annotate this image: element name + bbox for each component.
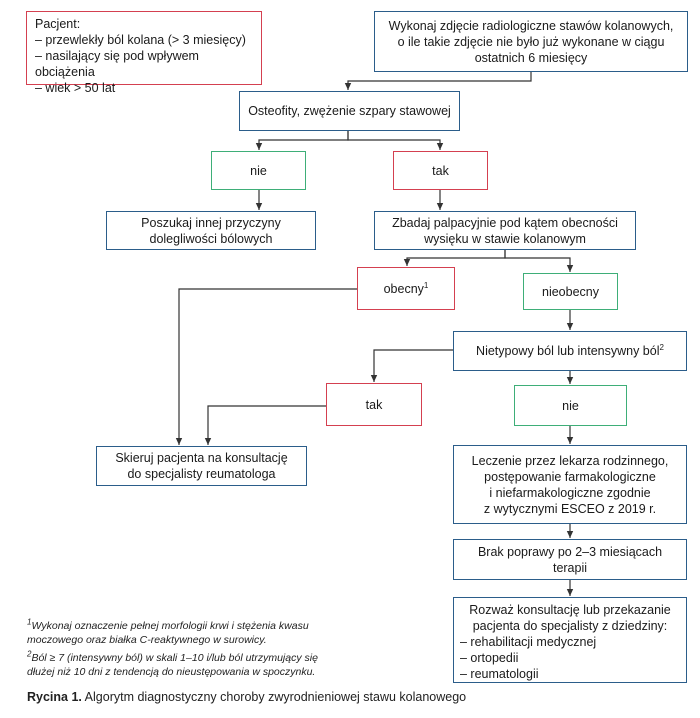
palpate-box: Zbadaj palpacyjnie pod kątem obecności w… [374,211,636,250]
connector-tak-refer [204,405,326,445]
nie-box-1: nie [211,151,306,190]
atypical-label: Nietypowy ból lub intensywny ból [476,344,660,358]
consider-line: pacjenta do specjalisty z dziedziny: [472,619,668,633]
nie-box-2: nie [514,385,627,426]
no-improvement-box: Brak poprawy po 2–3 miesiącach terapii [453,539,687,580]
treatment-line: z wytycznymi ESCEO z 2019 r. [483,501,657,516]
tak-label: tak [432,163,449,178]
atypical-footnote-mark: 2 [659,342,664,352]
tak-box-1: tak [393,151,488,190]
xray-line: Wykonaj zdjęcie radiologiczne stawów kol… [388,18,674,33]
other-cause-line: dolegliwości bólowych [149,231,273,246]
present-footnote-mark: 1 [423,280,429,290]
connector-present-refer [175,288,357,445]
osteophytes-box: Osteofity, zwężenie szpary stawowej [239,91,460,131]
caption-label: Rycina 1. [27,690,82,704]
footnote-1-line: moczowego oraz białka C-reaktywnego w su… [27,634,267,646]
connector-osteophytes-nie [255,131,349,150]
consider-box: Rozważ konsultację lub przekazanie pacje… [453,597,687,683]
nie-label: nie [250,163,267,178]
absent-label: nieobecny [542,284,599,299]
connector-palpate-absent [504,250,574,272]
connector-xray-osteophytes [344,72,532,90]
footnote-1-line: Wykonaj oznaczenie pełnej morfologii krw… [31,620,309,632]
tak-label: tak [365,397,383,412]
absent-box: nieobecny [523,273,618,310]
no-improvement-label: Brak poprawy po 2–3 miesiącach terapii [477,544,663,575]
palpate-line: wysięku w stawie kolanowym [424,231,586,246]
xray-box: Wykonaj zdjęcie radiologiczne stawów kol… [374,11,688,72]
refer-line: Skieruj pacjenta na konsultację [115,451,288,465]
xray-line: o ile takie zdjęcie nie było już wykonan… [397,34,665,49]
atypical-pain-box: Nietypowy ból lub intensywny ból2 [453,331,687,371]
other-cause-box: Poszukaj innej przyczyny dolegliwości bó… [106,211,316,250]
patient-title: Pacjent: [35,17,81,31]
footnote-2: 2Ból ≥ 7 (intensywny ból) w skali 1–10 i… [27,649,337,679]
patient-box: Pacjent: – przewlekły ból kolana (> 3 mi… [26,11,262,95]
consider-line: Rozważ konsultację lub przekazanie [469,603,671,617]
connector-osteophytes-tak [347,131,444,150]
footnote-1-mark: 1 [27,617,32,627]
refer-box: Skieruj pacjenta na konsultację do specj… [96,446,307,486]
footnote-2-line: Ból ≥ 7 (intensywny ból) w skali 1–10 i/… [31,652,318,664]
treatment-line: i niefarmakologiczne zgodnie [489,485,651,500]
caption-text: Algorytm diagnostyczny choroby zwyrodnie… [81,690,467,704]
nie-label: nie [562,398,579,413]
connector-atypical-tak [370,349,453,382]
consider-item: – rehabilitacji medycznej [460,635,597,649]
patient-item: – przewlekły ból kolana (> 3 miesięcy) [35,33,246,47]
footnote-2-mark: 2 [27,649,32,659]
treatment-line: Leczenie przez lekarza rodzinnego, [471,453,669,468]
present-label: obecny [383,281,424,296]
other-cause-line: Poszukaj innej przyczyny [141,215,281,230]
patient-item: – wiek > 50 lat [35,81,116,95]
connector-palpate-present [403,250,506,266]
palpate-line: Zbadaj palpacyjnie pod kątem obecności [392,215,618,230]
patient-item: – nasilający się pod wpływem obciążenia [35,49,199,79]
refer-line: do specjalisty reumatologa [127,467,276,481]
consider-item: – reumatologii [460,667,539,681]
xray-line: ostatnich 6 miesięcy [474,50,588,65]
figure-caption: Rycina 1. Algorytm diagnostyczny choroby… [27,690,466,704]
present-text: obecny1 [384,281,429,297]
tak-box-2: tak [326,383,422,426]
consider-item: – ortopedii [460,651,519,665]
treatment-line: postępowanie farmakologiczne [484,469,656,484]
present-box: obecny1 [357,267,455,310]
treatment-box: Leczenie przez lekarza rodzinnego, postę… [453,445,687,524]
footnote-1: 1Wykonaj oznaczenie pełnej morfologii kr… [27,617,327,647]
footnote-2-line: dłużej niż 10 dni z tendencją do nieustę… [27,666,316,678]
atypical-text: Nietypowy ból lub intensywny ból2 [476,343,664,359]
osteophytes-label: Osteofity, zwężenie szpary stawowej [248,104,451,118]
